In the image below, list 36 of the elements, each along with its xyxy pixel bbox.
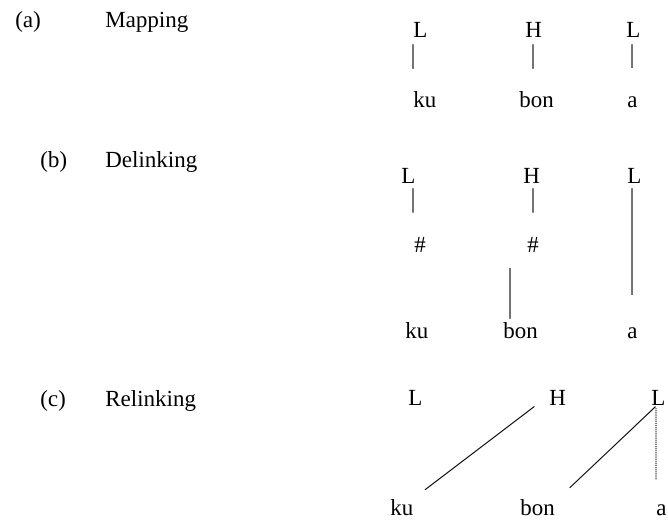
- association-line: [532, 188, 534, 213]
- syllable-text: bon: [519, 91, 554, 108]
- tone-letter: L: [628, 168, 640, 183]
- panel-letter: (b): [41, 151, 66, 172]
- tone-letter: H: [524, 168, 540, 183]
- tone-letter: L: [652, 390, 664, 405]
- syllable-text: ku: [406, 322, 428, 338]
- association-line: [569, 406, 656, 488]
- association-line: [412, 44, 414, 69]
- association-line: [509, 268, 511, 319]
- association-line: [655, 408, 657, 480]
- delink-mark: #: [414, 236, 426, 252]
- tone-letter: L: [626, 22, 639, 37]
- association-line: [631, 188, 633, 296]
- association-line: [412, 188, 414, 213]
- process-label: Mapping: [106, 12, 188, 32]
- syllable-text: ku: [414, 91, 436, 108]
- association-line: [424, 406, 535, 490]
- association-line: [532, 44, 534, 69]
- panel-letter: (c): [41, 390, 65, 411]
- syllable-text: a: [657, 504, 666, 516]
- syllable-text: a: [628, 327, 638, 338]
- process-label: Delinking: [106, 151, 197, 172]
- tone-letter: H: [526, 22, 542, 37]
- syllable-text: ku: [390, 499, 413, 516]
- tone-letter: H: [550, 390, 566, 405]
- tone-letter: L: [402, 168, 414, 183]
- syllable-text: bon: [520, 499, 554, 516]
- syllable-text: a: [628, 96, 638, 108]
- tone-letter: L: [408, 390, 421, 405]
- panel-letter: (a): [16, 11, 40, 32]
- tone-letter: L: [414, 22, 426, 37]
- process-label: Relinking: [106, 390, 196, 411]
- delink-mark: #: [528, 236, 538, 252]
- syllable-text: bon: [503, 322, 538, 338]
- association-line: [631, 44, 633, 68]
